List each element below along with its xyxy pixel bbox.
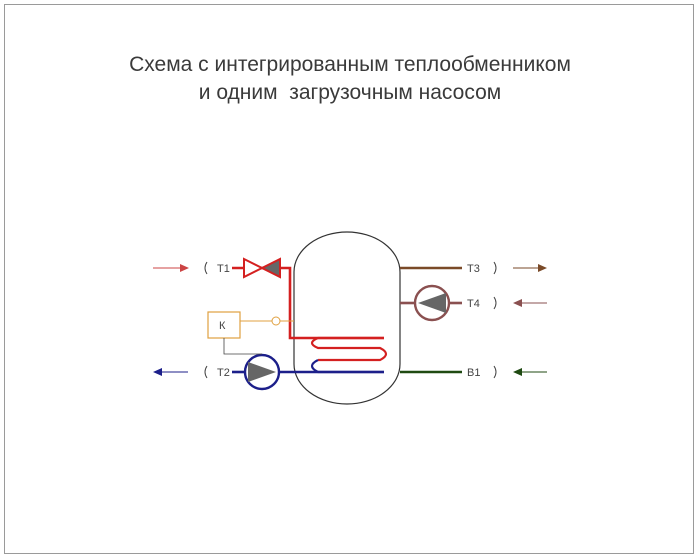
title-line-1: Схема с интегрированным теплообменником <box>129 53 571 76</box>
circulation-pump-icon <box>243 353 281 391</box>
label-b1: B1 <box>467 367 480 379</box>
controller: К <box>207 311 272 355</box>
pipe-connector-icon <box>204 261 208 275</box>
b1-inlet-line: B1 <box>400 365 547 379</box>
title-line-2: и одним загрузочным насосом <box>198 81 502 104</box>
label-t1: T1 <box>217 263 230 275</box>
controller-label: К <box>219 320 226 332</box>
circulation-pump-icon <box>413 284 451 322</box>
heat-exchanger-coil <box>310 336 388 362</box>
t3-outlet-line: T3 <box>400 261 547 275</box>
label-t4: T4 <box>467 298 480 310</box>
two-way-valve-icon <box>243 257 281 279</box>
storage-tank <box>293 231 401 405</box>
temperature-sensor-icon <box>271 316 294 326</box>
pipe-connector-icon <box>493 365 497 379</box>
t2-outlet-line: T2 <box>153 365 384 379</box>
label-t3: T3 <box>467 263 480 275</box>
t4-inlet-line: T4 <box>400 296 547 310</box>
pipe-connector-icon <box>204 365 208 379</box>
diagram-title: Схема с интегрированным теплообменником … <box>5 51 695 107</box>
diagram-frame: Схема с интегрированным теплообменником … <box>4 4 694 554</box>
pipe-connector-icon <box>493 261 497 275</box>
label-t2: T2 <box>217 367 230 379</box>
pipe-connector-icon <box>493 296 497 310</box>
